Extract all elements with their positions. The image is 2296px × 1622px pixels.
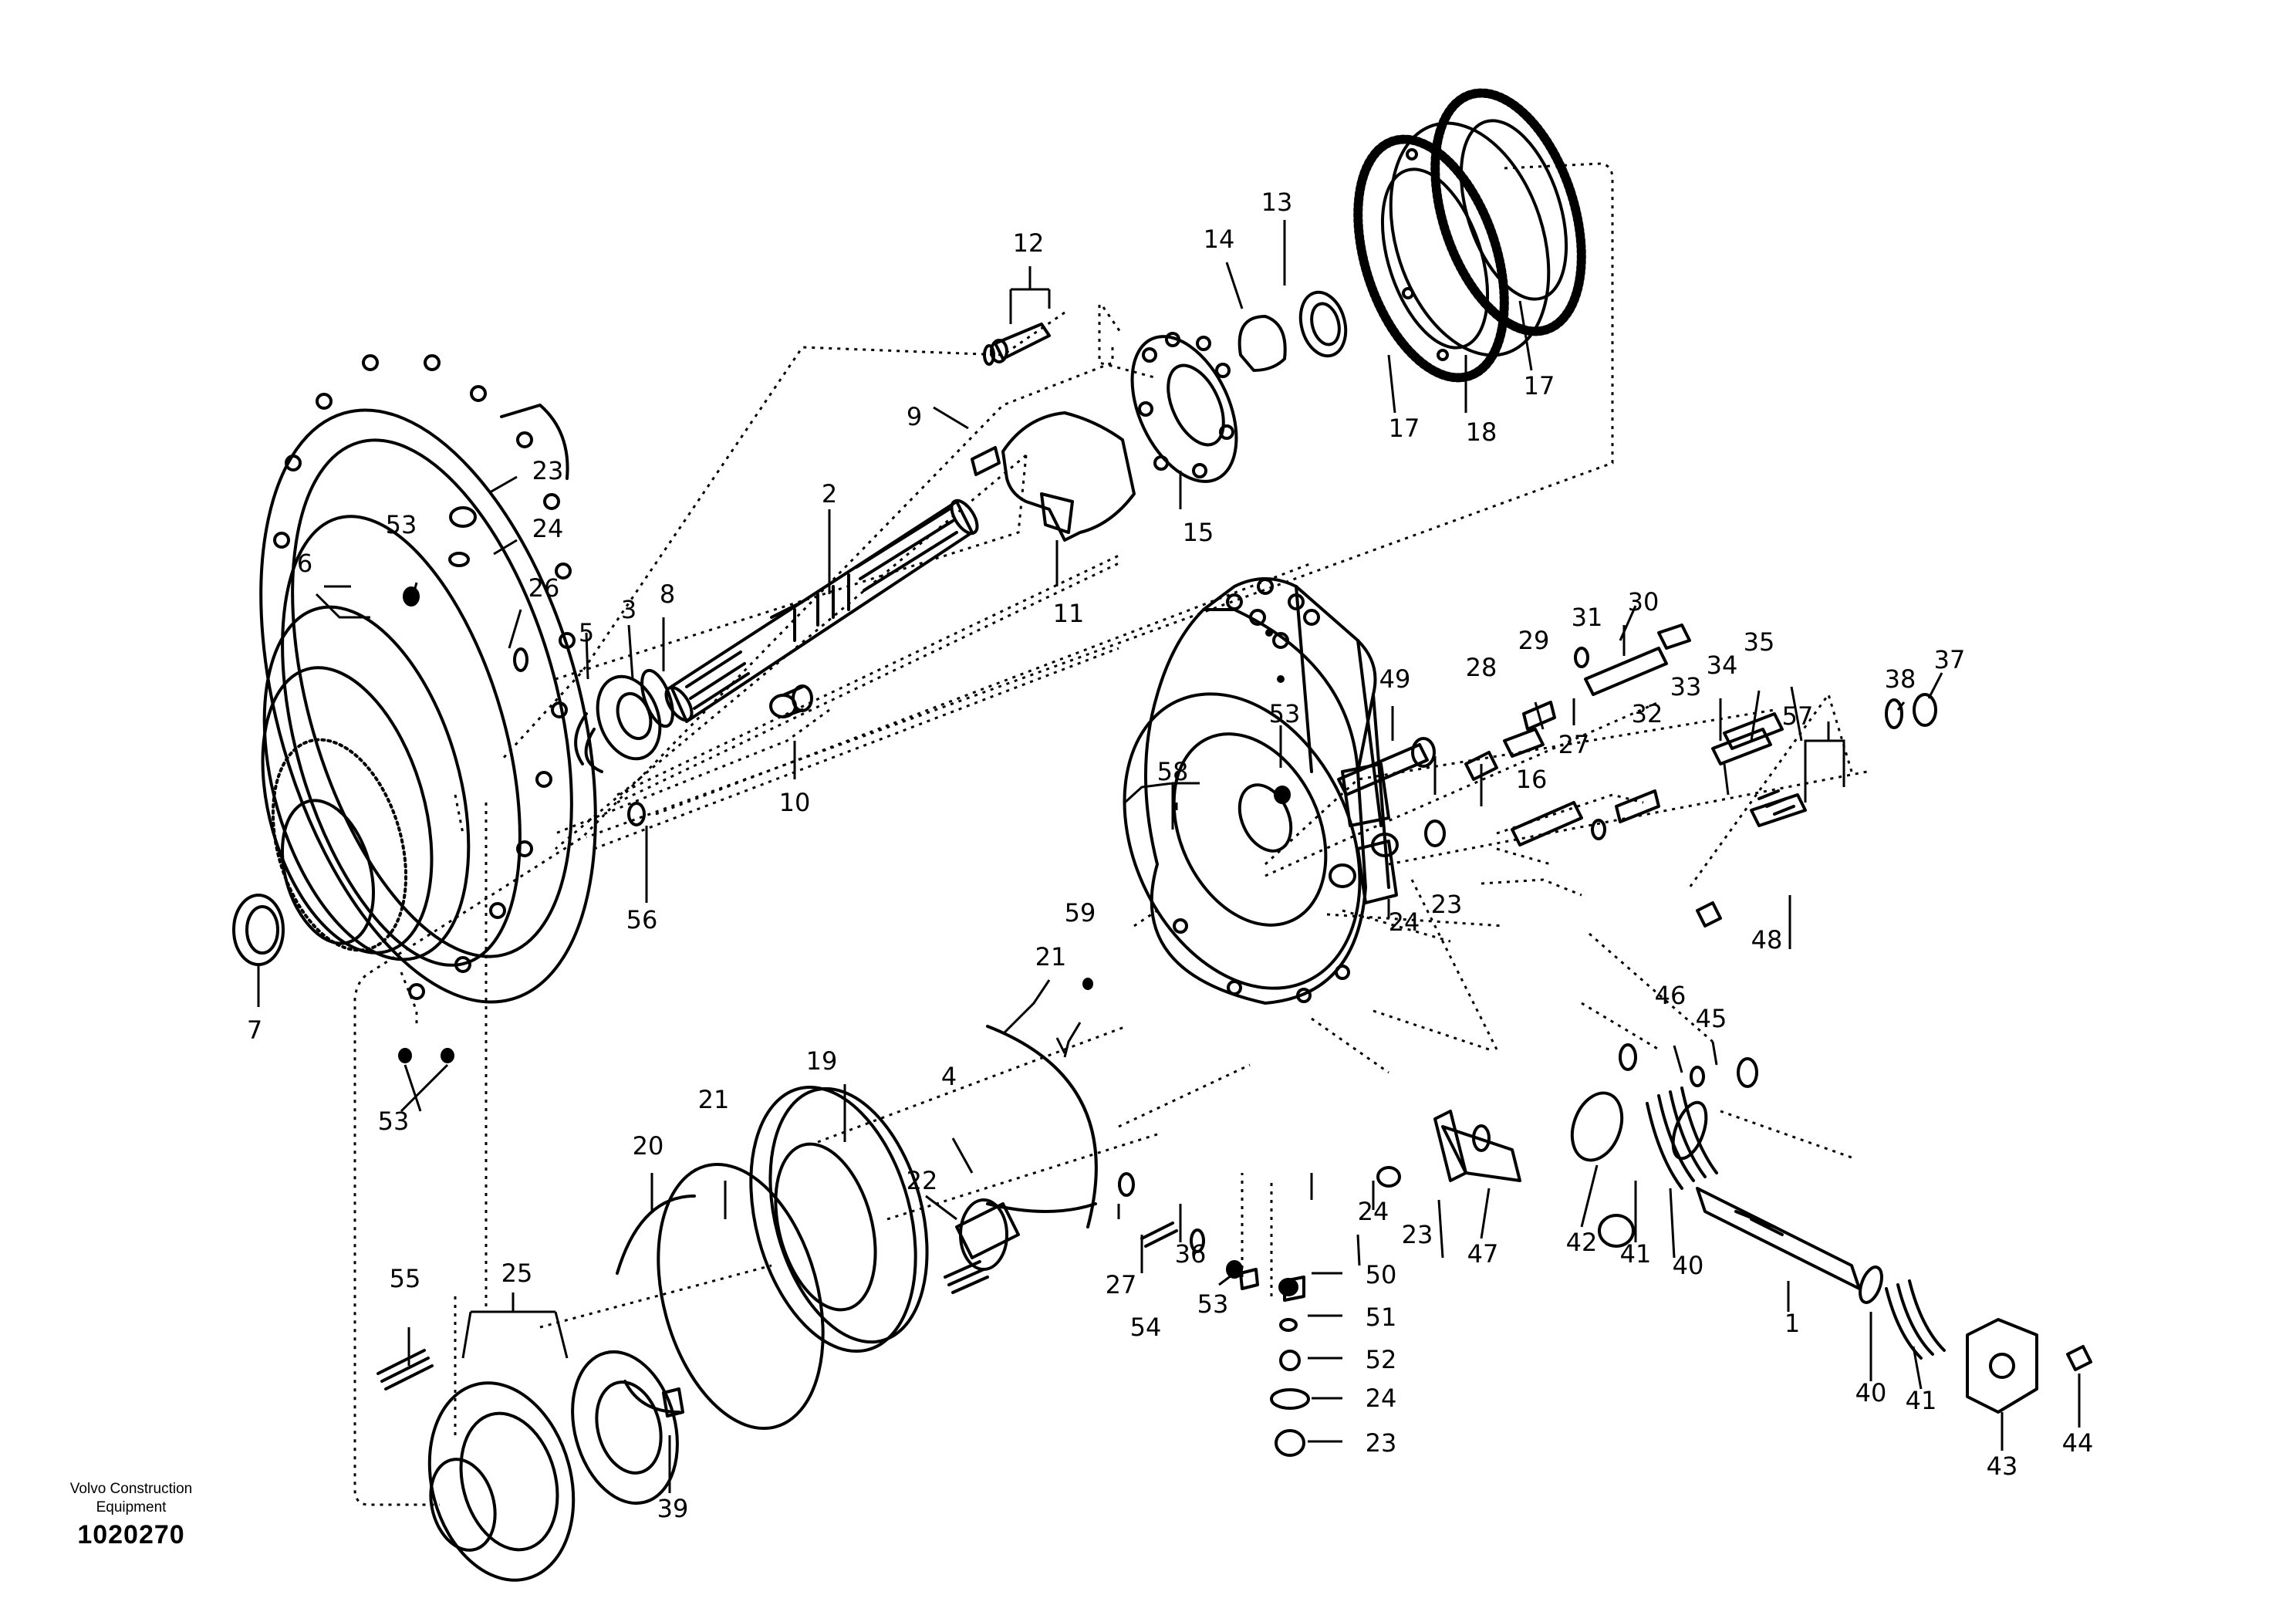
- callout-22: 22: [907, 1166, 938, 1195]
- callout-5: 5: [579, 618, 594, 647]
- callout-46: 46: [1655, 981, 1687, 1010]
- callout-38: 38: [1885, 664, 1916, 694]
- callout-47: 47: [1467, 1239, 1499, 1269]
- callout-21b: 21: [1035, 942, 1067, 972]
- callout-55: 55: [390, 1264, 421, 1293]
- callout-51: 51: [1366, 1303, 1397, 1332]
- callout-24b: 24: [1389, 907, 1420, 937]
- callout-29: 29: [1518, 626, 1550, 655]
- plug-markers: [398, 506, 1635, 1457]
- callout-8: 8: [660, 580, 675, 609]
- valve-parts-right: [1337, 623, 2092, 1414]
- manufacturer-line-1: Volvo Construction: [69, 1481, 193, 1497]
- callout-59: 59: [1065, 898, 1096, 928]
- rings-3-5-8: [574, 668, 674, 773]
- callout-2: 2: [822, 479, 837, 509]
- callout-39: 39: [657, 1494, 689, 1523]
- callout-17b: 17: [1524, 371, 1555, 400]
- brake-discs-17-18: [1353, 88, 1586, 383]
- leader-lines: [257, 220, 2081, 1493]
- callout-4: 4: [941, 1062, 957, 1091]
- callout-23c: 23: [1402, 1220, 1433, 1249]
- callout-34: 34: [1707, 650, 1738, 680]
- callout-57: 57: [1782, 701, 1814, 731]
- callout-40b: 40: [1855, 1378, 1887, 1407]
- callout-12: 12: [1013, 228, 1045, 258]
- callout-17a: 17: [1389, 414, 1420, 443]
- callout-14: 14: [1204, 225, 1235, 254]
- callout-23a: 23: [532, 456, 564, 485]
- callout-27b: 27: [1106, 1270, 1137, 1299]
- callout-23b: 23: [1431, 890, 1463, 919]
- callout-31: 31: [1572, 603, 1603, 632]
- callout-24c: 24: [1358, 1197, 1389, 1226]
- callout-53b: 53: [378, 1107, 410, 1136]
- callout-21a: 21: [698, 1085, 730, 1114]
- callout-43: 43: [1987, 1451, 2018, 1481]
- callout-30: 30: [1628, 587, 1660, 617]
- callout-numbers: 1 2 3 4 5 6 7 8 9 10 11 12 13 14 15 16 1…: [247, 188, 2094, 1523]
- plates-13-14-15: [1130, 290, 1348, 483]
- manufacturer-caption: Volvo Construction Equipment: [46, 1480, 216, 1517]
- callout-40a: 40: [1673, 1251, 1704, 1280]
- lower-parts: [376, 1025, 1305, 1582]
- callout-3: 3: [621, 595, 636, 624]
- hub-housing-6: [259, 354, 597, 1004]
- callout-48: 48: [1751, 925, 1783, 955]
- callout-45: 45: [1696, 1004, 1727, 1033]
- callout-26: 26: [528, 573, 560, 603]
- callout-44: 44: [2062, 1428, 2094, 1458]
- callout-24d: 24: [1366, 1384, 1397, 1413]
- callout-19: 19: [806, 1046, 838, 1076]
- callout-18: 18: [1466, 417, 1497, 447]
- motor-housing-58: [1123, 577, 1398, 1005]
- callout-53a: 53: [386, 510, 417, 539]
- seal-7: [232, 894, 285, 966]
- shaft-2: [664, 498, 979, 723]
- callout-16: 16: [1516, 765, 1548, 794]
- callout-53c: 53: [1269, 699, 1301, 728]
- callout-23d: 23: [1366, 1428, 1397, 1458]
- callout-6: 6: [297, 549, 312, 578]
- callout-15: 15: [1183, 518, 1214, 547]
- callout-28: 28: [1466, 653, 1497, 682]
- callout-41b: 41: [1906, 1386, 1937, 1415]
- callout-27a: 27: [1558, 730, 1590, 759]
- callout-25: 25: [501, 1259, 533, 1288]
- callout-53d: 53: [1197, 1289, 1229, 1319]
- callout-32: 32: [1632, 699, 1663, 728]
- callout-7: 7: [247, 1015, 262, 1045]
- callout-1: 1: [1784, 1309, 1800, 1338]
- callout-49: 49: [1379, 664, 1411, 694]
- callout-9: 9: [907, 402, 922, 431]
- callout-50: 50: [1366, 1260, 1397, 1289]
- callout-42: 42: [1566, 1228, 1598, 1257]
- callout-41a: 41: [1620, 1239, 1652, 1269]
- assembly-lines: [353, 162, 1868, 1506]
- callout-24a: 24: [532, 514, 564, 543]
- manufacturer-line-2: Equipment: [96, 1499, 167, 1516]
- callout-56: 56: [626, 905, 658, 934]
- callout-36: 36: [1175, 1239, 1207, 1269]
- callout-52: 52: [1366, 1345, 1397, 1374]
- callout-11: 11: [1053, 599, 1085, 628]
- callout-10: 10: [779, 788, 811, 817]
- callout-54: 54: [1130, 1313, 1162, 1342]
- small-parts-upper: [769, 323, 1136, 718]
- callout-35: 35: [1744, 627, 1775, 657]
- callout-58: 58: [1157, 757, 1189, 786]
- callout-33: 33: [1670, 672, 1702, 701]
- drawing-number: 1020270: [77, 1520, 185, 1549]
- callout-20: 20: [633, 1131, 664, 1161]
- callout-13: 13: [1261, 188, 1293, 217]
- callout-37: 37: [1934, 645, 1966, 674]
